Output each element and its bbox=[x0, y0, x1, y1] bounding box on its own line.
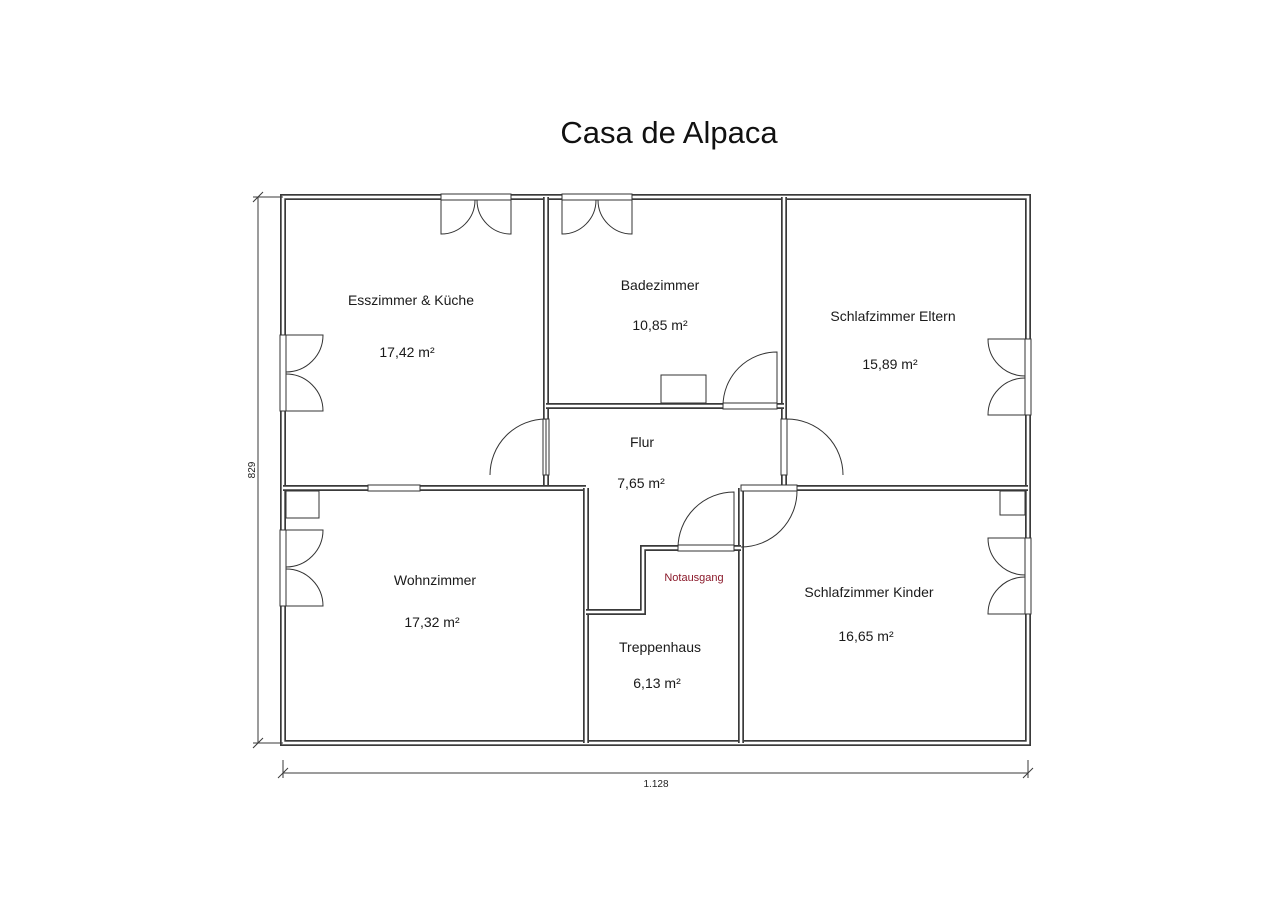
window-esszimmer-top bbox=[440, 193, 512, 235]
room-area-flur: 7,65 m² bbox=[617, 475, 665, 491]
room-name-kinder: Schlafzimmer Kinder bbox=[804, 584, 933, 600]
room-name-wohnzimmer: Wohnzimmer bbox=[394, 572, 477, 588]
door-esszimmer-wohnzimmer bbox=[367, 484, 421, 492]
bathroom-fixture bbox=[660, 374, 707, 404]
room-area-badezimmer: 10,85 m² bbox=[632, 317, 688, 333]
column-wohnzimmer bbox=[285, 490, 320, 519]
room-labels: Esszimmer & Küche 17,42 m² Badezimmer 10… bbox=[348, 277, 956, 691]
fixtures bbox=[285, 374, 1026, 519]
room-area-eltern: 15,89 m² bbox=[862, 356, 918, 372]
windows bbox=[279, 193, 1032, 615]
window-wohnzimmer-left bbox=[279, 529, 324, 607]
door-flur-eltern bbox=[780, 418, 844, 476]
room-area-wohnzimmer: 17,32 m² bbox=[404, 614, 460, 630]
room-area-esszimmer: 17,42 m² bbox=[379, 344, 435, 360]
dimension-lines: 1.128 829 bbox=[247, 191, 1034, 790]
room-name-flur: Flur bbox=[630, 434, 654, 450]
room-area-kinder: 16,65 m² bbox=[838, 628, 894, 644]
dimension-width-label: 1.128 bbox=[643, 779, 668, 790]
room-area-treppenhaus: 6,13 m² bbox=[633, 675, 681, 691]
room-name-eltern: Schlafzimmer Eltern bbox=[830, 308, 955, 324]
room-name-esszimmer: Esszimmer & Küche bbox=[348, 292, 474, 308]
room-name-treppenhaus: Treppenhaus bbox=[619, 639, 701, 655]
window-eltern-right bbox=[987, 338, 1032, 416]
door-treppenhaus bbox=[677, 491, 735, 552]
column-kinder bbox=[999, 490, 1026, 516]
door-badezimmer-flur bbox=[722, 351, 778, 410]
emergency-exit-label: Notausgang bbox=[664, 572, 723, 584]
window-esszimmer-left bbox=[279, 334, 324, 412]
window-badezimmer-top bbox=[561, 193, 633, 235]
room-name-badezimmer: Badezimmer bbox=[621, 277, 700, 293]
doors bbox=[367, 351, 844, 552]
dimension-height-label: 829 bbox=[247, 461, 258, 478]
plan-title: Casa de Alpaca bbox=[560, 115, 778, 150]
window-kinder-right bbox=[987, 537, 1032, 615]
door-esszimmer-flur bbox=[489, 418, 550, 476]
door-flur-kinder bbox=[740, 484, 798, 548]
